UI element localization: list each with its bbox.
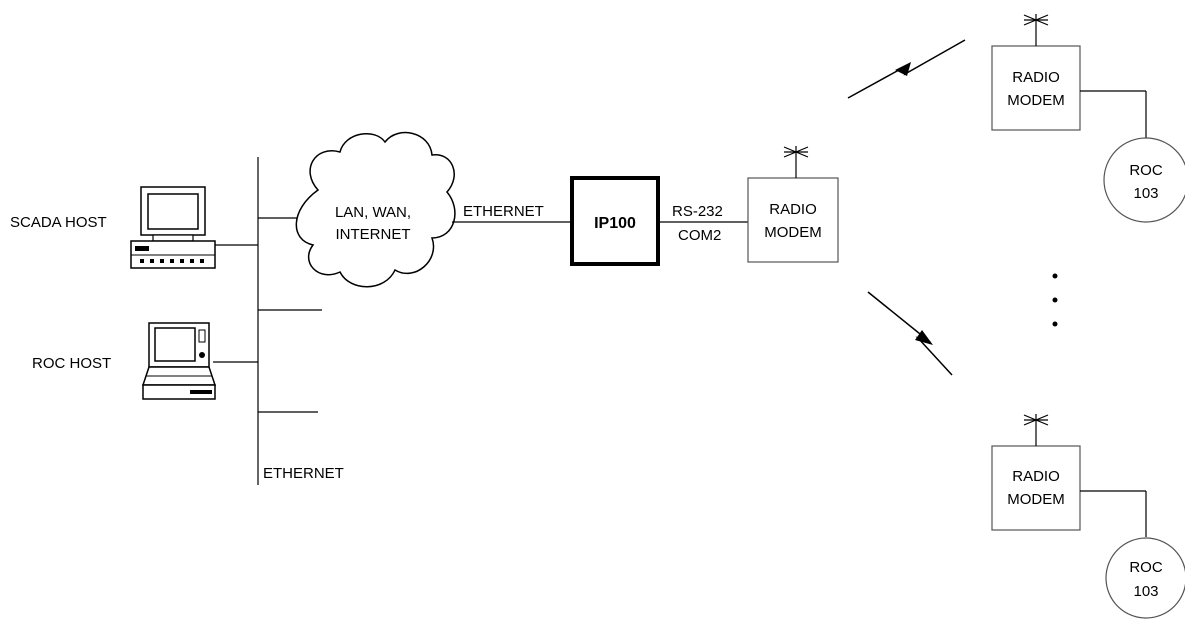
roc-103-device <box>1105 537 1185 619</box>
lightning-bolt-icon <box>847 39 966 99</box>
remote-modem-2-label-line2: MODEM <box>1007 491 1065 508</box>
ethernet-link-label: ETHERNET <box>463 203 544 220</box>
remote-radio-modem <box>991 14 1147 138</box>
laptop-computer-icon <box>141 322 217 400</box>
ethernet-bus <box>213 157 322 485</box>
remote-modem-1-label-line2: MODEM <box>1007 92 1065 109</box>
central-modem-label-line1: RADIO <box>769 201 817 218</box>
roc-2-label-line2: 103 <box>1133 583 1158 600</box>
ellipsis-dots <box>1052 273 1058 327</box>
roc-103-device <box>1103 137 1185 223</box>
roc-host-label: ROC HOST <box>32 355 111 372</box>
central-modem-label-line2: MODEM <box>764 224 822 241</box>
roc-1-label-line1: ROC <box>1129 162 1163 179</box>
remote-modem-2-label-line1: RADIO <box>1012 468 1060 485</box>
remote-modem-1-label-line1: RADIO <box>1012 69 1060 86</box>
ip100-box <box>570 176 660 266</box>
rs232-label: RS-232 <box>672 203 723 220</box>
cloud-label-line1: LAN, WAN, <box>335 204 411 221</box>
central-radio-modem <box>747 146 839 263</box>
roc-1-label-line2: 103 <box>1133 185 1158 202</box>
desktop-computer-icon <box>130 186 216 269</box>
roc-2-label-line1: ROC <box>1129 559 1163 576</box>
antenna-icon <box>1023 14 1049 46</box>
antenna-icon <box>1023 414 1049 446</box>
ethernet-bus-label: ETHERNET <box>263 465 344 482</box>
ip100-label: IP100 <box>594 215 636 232</box>
cloud-icon <box>295 131 456 288</box>
remote-radio-modem <box>991 414 1147 537</box>
lightning-bolt-icon <box>867 291 953 376</box>
scada-host-label: SCADA HOST <box>10 214 107 231</box>
com2-label: COM2 <box>678 227 721 244</box>
antenna-icon <box>783 146 809 178</box>
cloud-label-line2: INTERNET <box>336 226 411 243</box>
